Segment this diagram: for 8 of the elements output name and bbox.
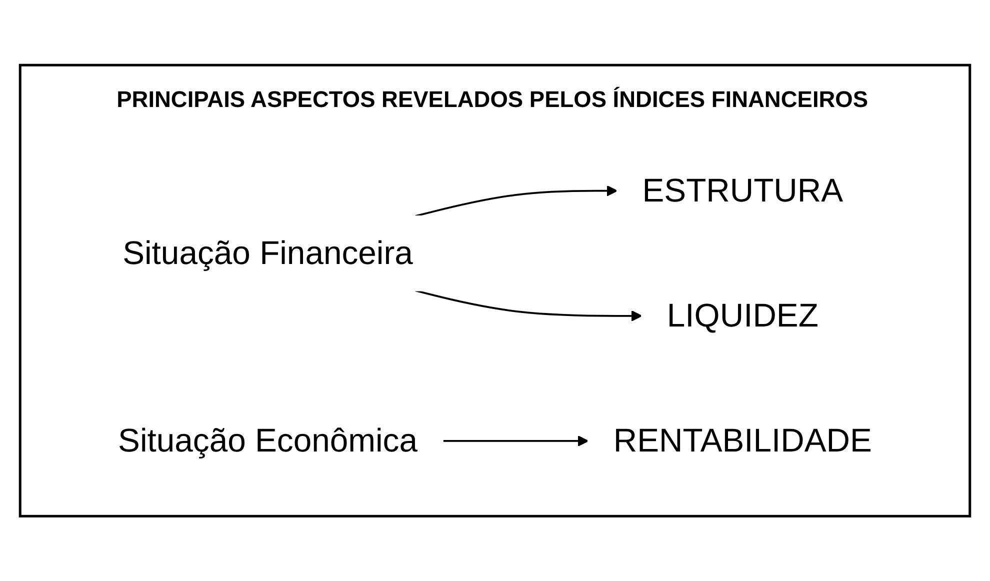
node-text: Situação Financeira: [122, 234, 413, 272]
node-text: ESTRUTURA: [642, 171, 844, 209]
node-text: RENTABILIDADE: [613, 421, 872, 460]
arrow: [415, 185, 618, 217]
arrow: [415, 290, 642, 322]
node-text: LIQUIDEZ: [666, 296, 818, 334]
arrow: [442, 435, 589, 446]
node-text: Situação Econômica: [118, 421, 418, 460]
